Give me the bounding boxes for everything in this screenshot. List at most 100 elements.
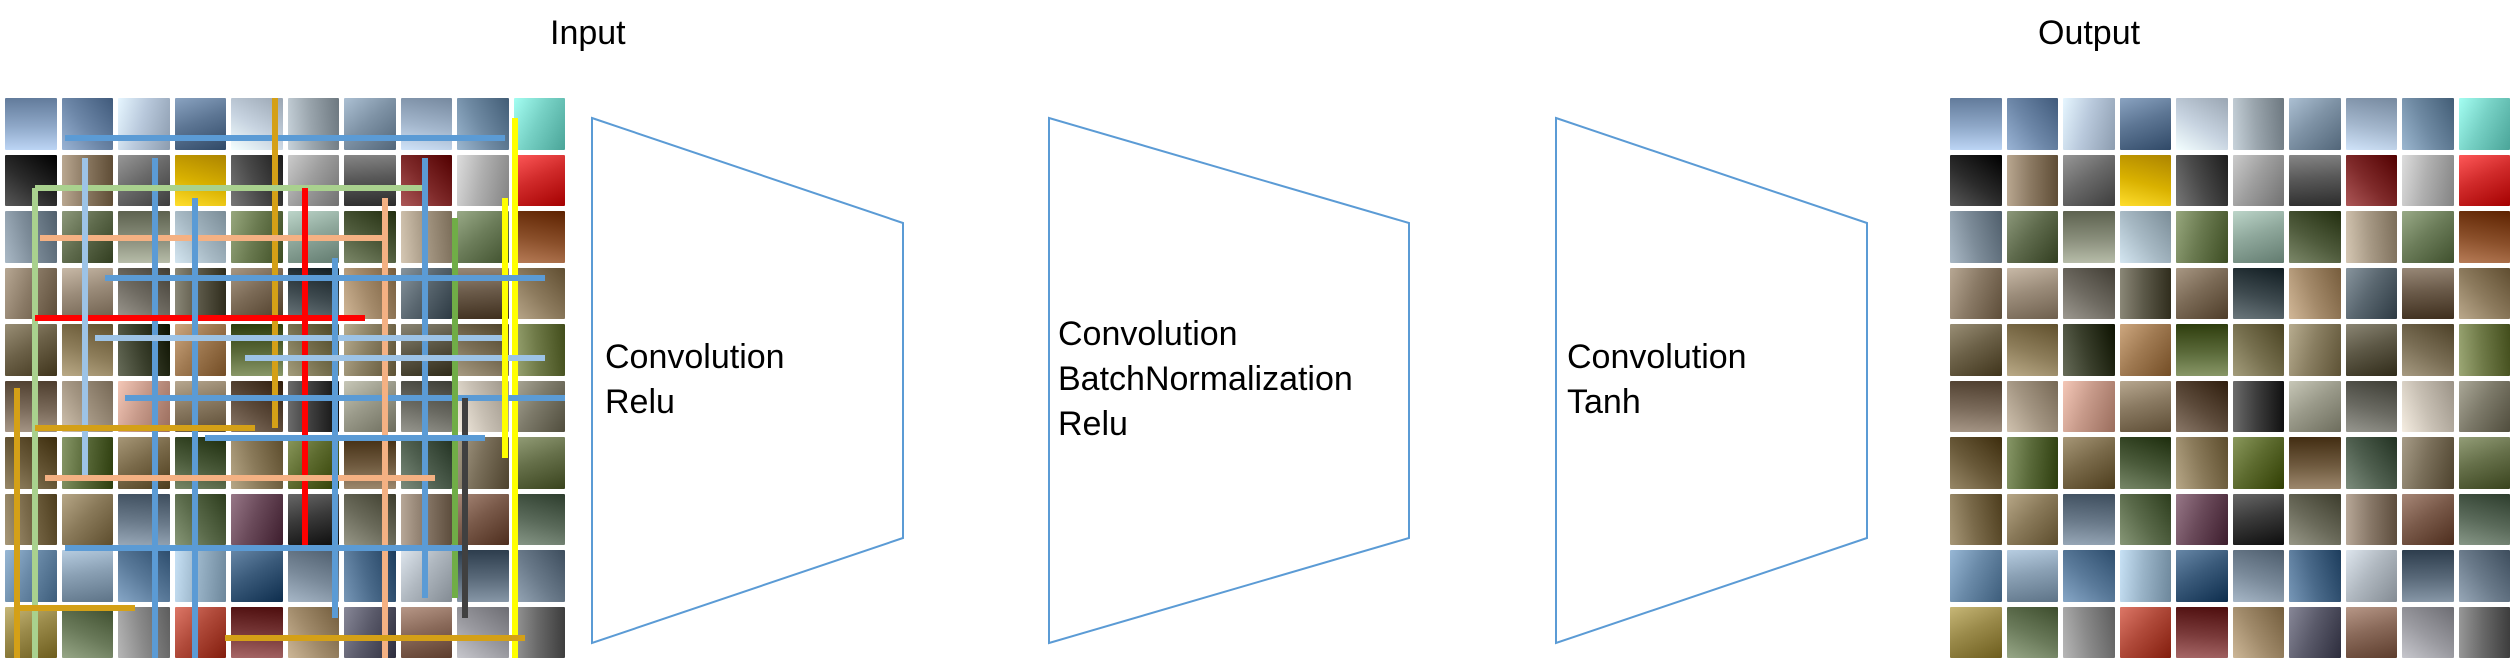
output-thumbnail-frog xyxy=(2119,437,2171,489)
input-thumbnail-truck xyxy=(287,606,339,658)
output-thumbnail-deer xyxy=(2176,324,2228,376)
output-thumbnail-deer xyxy=(2458,324,2510,376)
conv-block-3-line-1: Convolution xyxy=(1567,338,1747,376)
input-thumbnail-airplane xyxy=(344,98,396,150)
output-thumbnail-truck xyxy=(2402,606,2454,658)
input-thumbnail-automobile xyxy=(118,154,170,206)
input-thumbnail-horse xyxy=(61,493,113,545)
output-thumbnail-dog xyxy=(2006,380,2058,432)
output-thumbnail-horse xyxy=(2006,493,2058,545)
input-thumbnail-airplane xyxy=(118,98,170,150)
output-thumbnail-ship xyxy=(2402,550,2454,602)
input-thumbnail-dog xyxy=(400,380,452,432)
output-thumbnail-horse xyxy=(2402,493,2454,545)
output-thumbnail-truck xyxy=(2289,606,2341,658)
output-thumbnail-automobile xyxy=(2289,154,2341,206)
output-thumbnail-dog xyxy=(2176,380,2228,432)
input-thumbnail-cat xyxy=(457,267,509,319)
input-thumbnail-ship xyxy=(400,550,452,602)
output-thumbnail-dog xyxy=(2458,380,2510,432)
output-thumbnail-ship xyxy=(2289,550,2341,602)
input-thumbnail-frog xyxy=(231,437,283,489)
conv-block-3-line-2: Tanh xyxy=(1567,383,1641,421)
input-thumbnail-ship xyxy=(118,550,170,602)
input-thumbnail-truck xyxy=(118,606,170,658)
input-thumbnail-automobile xyxy=(61,154,113,206)
output-thumbnail-deer xyxy=(2232,324,2284,376)
input-thumbnail-ship xyxy=(61,550,113,602)
input-thumbnail-horse xyxy=(5,493,57,545)
input-thumbnail-frog xyxy=(118,437,170,489)
output-thumbnail-airplane xyxy=(2345,98,2397,150)
output-thumbnail-truck xyxy=(2345,606,2397,658)
input-thumbnail-bird xyxy=(513,211,565,263)
output-thumbnail-bird xyxy=(2402,211,2454,263)
output-thumbnail-deer xyxy=(2119,324,2171,376)
input-thumbnail-cat xyxy=(231,267,283,319)
input-thumbnail-frog xyxy=(513,437,565,489)
output-thumbnail-horse xyxy=(2289,493,2341,545)
output-thumbnail-bird xyxy=(2063,211,2115,263)
input-thumbnail-cat xyxy=(118,267,170,319)
input-thumbnail-automobile xyxy=(5,154,57,206)
output-thumbnail-truck xyxy=(2063,606,2115,658)
conv-block-1-line-1: Convolution xyxy=(605,338,785,376)
output-thumbnail-airplane xyxy=(2006,98,2058,150)
output-thumbnail-horse xyxy=(2176,493,2228,545)
input-thumbnail-bird xyxy=(5,211,57,263)
output-thumbnail-frog xyxy=(2345,437,2397,489)
output-thumbnail-dog xyxy=(2232,380,2284,432)
input-thumbnail-deer xyxy=(513,324,565,376)
output-thumbnail-cat xyxy=(2458,267,2510,319)
input-thumbnail-ship xyxy=(344,550,396,602)
output-thumbnail-airplane xyxy=(2063,98,2115,150)
input-thumbnail-airplane xyxy=(61,98,113,150)
output-thumbnail-truck xyxy=(2176,606,2228,658)
output-thumbnail-deer xyxy=(2345,324,2397,376)
output-thumbnail-ship xyxy=(1950,550,2002,602)
input-thumbnail-truck xyxy=(174,606,226,658)
output-thumbnail-ship xyxy=(2458,550,2510,602)
output-thumbnail-cat xyxy=(2289,267,2341,319)
input-thumbnail-cat xyxy=(344,267,396,319)
output-thumbnail-bird xyxy=(2289,211,2341,263)
input-thumbnail-airplane xyxy=(457,98,509,150)
output-thumbnail-automobile xyxy=(2345,154,2397,206)
input-thumbnail-airplane xyxy=(5,98,57,150)
output-thumbnail-truck xyxy=(1950,606,2002,658)
output-thumbnail-automobile xyxy=(2063,154,2115,206)
input-thumbnail-truck xyxy=(457,606,509,658)
input-thumbnail-bird xyxy=(174,211,226,263)
input-thumbnail-truck xyxy=(61,606,113,658)
input-thumbnail-automobile xyxy=(513,154,565,206)
output-thumbnail-dog xyxy=(2289,380,2341,432)
input-thumbnail-airplane xyxy=(287,98,339,150)
input-thumbnail-deer xyxy=(400,324,452,376)
input-thumbnail-horse xyxy=(400,493,452,545)
output-thumbnail-bird xyxy=(1950,211,2002,263)
output-thumbnail-bird xyxy=(2119,211,2171,263)
input-thumbnail-automobile xyxy=(287,154,339,206)
input-thumbnail-deer xyxy=(231,324,283,376)
output-thumbnail-airplane xyxy=(2458,98,2510,150)
output-thumbnail-cat xyxy=(2402,267,2454,319)
output-thumbnail-horse xyxy=(2119,493,2171,545)
input-thumbnail-horse xyxy=(287,493,339,545)
conv-block-2-line-3: Relu xyxy=(1058,405,1128,443)
conv-block-2-line-1: Convolution xyxy=(1058,315,1238,353)
input-thumbnail-dog xyxy=(457,380,509,432)
input-thumbnail-ship xyxy=(287,550,339,602)
output-thumbnail-cat xyxy=(1950,267,2002,319)
input-thumbnail-dog xyxy=(5,380,57,432)
conv-block-2-line-2: BatchNormalization xyxy=(1058,360,1353,398)
input-thumbnail-dog xyxy=(287,380,339,432)
output-thumbnail-truck xyxy=(2232,606,2284,658)
output-thumbnail-frog xyxy=(2063,437,2115,489)
input-thumbnail-dog xyxy=(61,380,113,432)
output-thumbnail-airplane xyxy=(2176,98,2228,150)
output-thumbnail-frog xyxy=(2402,437,2454,489)
input-thumbnail-automobile xyxy=(344,154,396,206)
output-thumbnail-automobile xyxy=(2006,154,2058,206)
input-thumbnail-horse xyxy=(344,493,396,545)
input-thumbnail-airplane xyxy=(400,98,452,150)
